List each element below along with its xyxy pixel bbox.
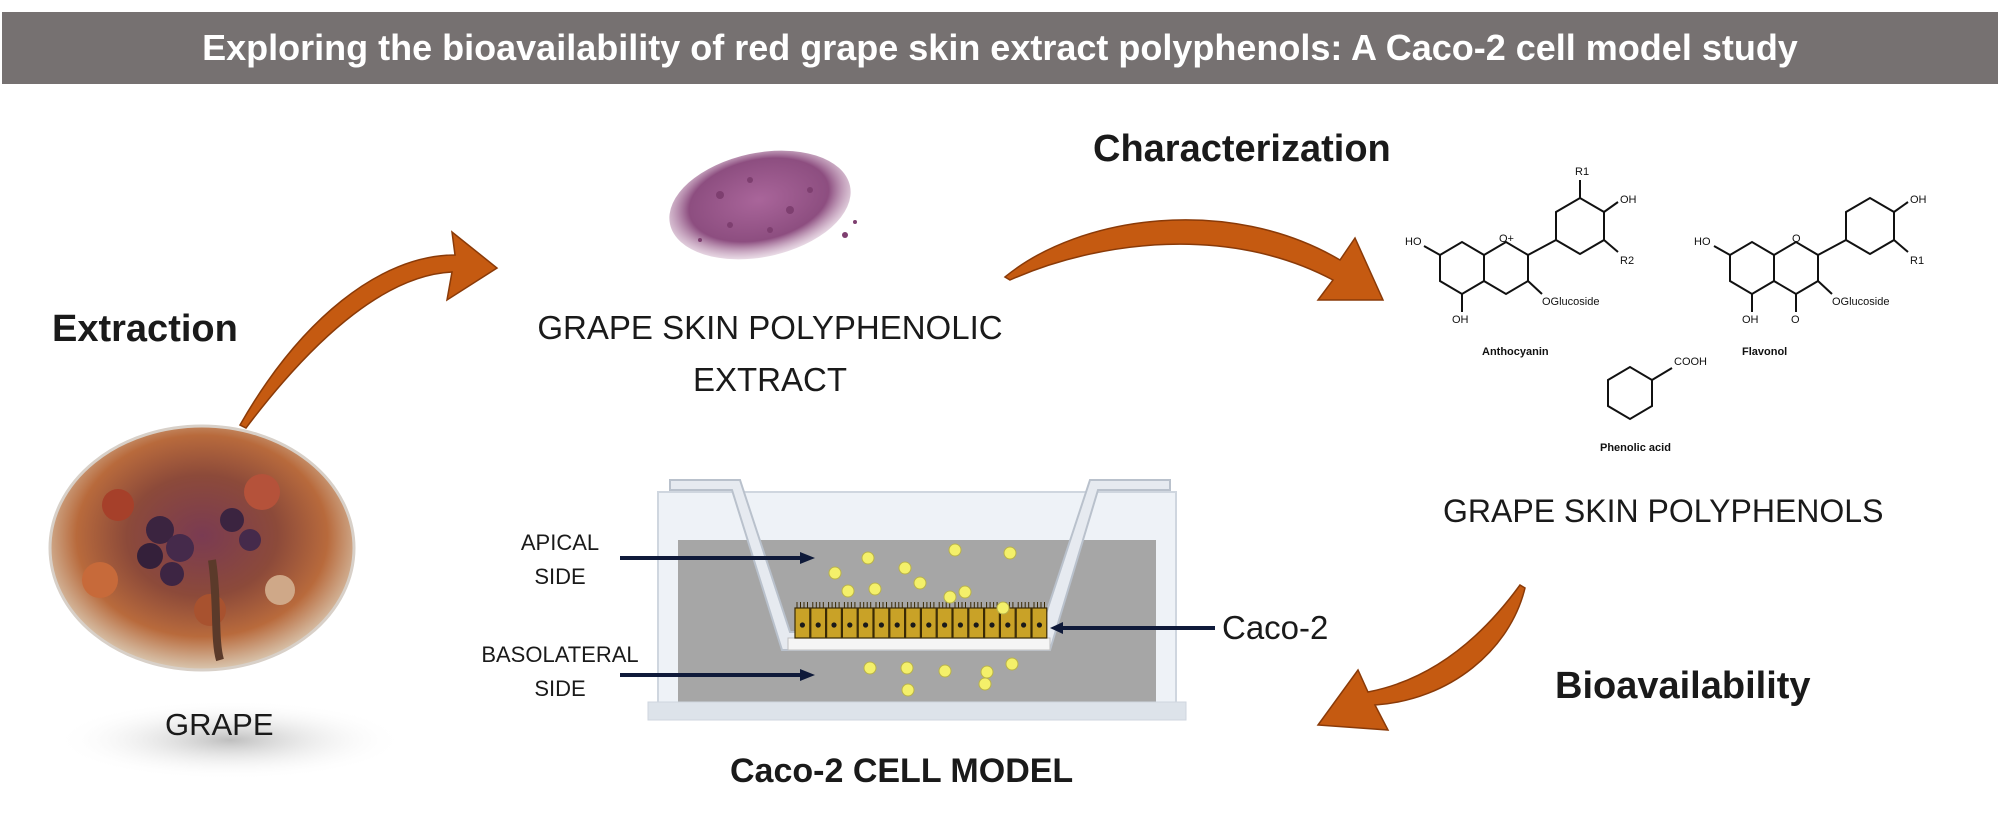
anthocyanin-r1: R1 bbox=[1575, 166, 1590, 178]
cell-nucleus bbox=[799, 622, 806, 628]
caco2-label: Caco-2 bbox=[1222, 609, 1329, 646]
polyphenol-particle bbox=[1003, 546, 1017, 560]
apical-line1: APICAL bbox=[520, 530, 600, 555]
cell-nucleus bbox=[942, 622, 948, 628]
flavonol-oh-top: OH bbox=[1910, 194, 1927, 206]
flavonol-oh-bottom: OH bbox=[1742, 314, 1759, 326]
characterization-label: Characterization bbox=[1093, 128, 1391, 170]
cell-nucleus bbox=[847, 622, 853, 628]
grape-label: GRAPE bbox=[165, 707, 274, 742]
polyphenol-particle bbox=[958, 585, 972, 599]
grape-shadow bbox=[55, 700, 405, 780]
polyphenol-particle bbox=[980, 665, 994, 679]
anthocyanin-name: Anthocyanin bbox=[1482, 346, 1549, 358]
powder-image bbox=[669, 150, 851, 260]
polyphenol-particle bbox=[938, 664, 952, 678]
polyphenol-particle bbox=[863, 661, 877, 675]
polyphenol-particle bbox=[898, 561, 912, 575]
extract-label-line2: EXTRACT bbox=[692, 361, 847, 398]
well-base bbox=[647, 701, 1187, 721]
flavonol-name: Flavonol bbox=[1742, 346, 1788, 358]
insert bbox=[669, 479, 1171, 651]
flavonol-o-ring: O bbox=[1792, 233, 1801, 245]
polyphenol-particle bbox=[996, 601, 1010, 615]
grape-image bbox=[48, 424, 356, 672]
polyphenol-particle bbox=[828, 566, 842, 580]
anthocyanin-r2: R2 bbox=[1620, 255, 1635, 267]
basolateral-side-label: BASOLATERAL SIDE bbox=[470, 638, 650, 706]
anthocyanin-ho: HO bbox=[1405, 236, 1422, 248]
cell-nucleus bbox=[926, 622, 932, 628]
apical-side-label: APICAL SIDE bbox=[505, 526, 615, 594]
cell-nucleus bbox=[957, 622, 964, 628]
phenolic-acid-name: Phenolic acid bbox=[1600, 442, 1671, 454]
anthocyanin-oplus: O+ bbox=[1499, 233, 1514, 245]
basolateral-pointer-arrow bbox=[620, 669, 815, 681]
transwell-diagram bbox=[647, 479, 1187, 721]
polyphenol-particle bbox=[868, 582, 882, 596]
polyphenols-label: GRAPE SKIN POLYPHENOLS bbox=[1443, 493, 1884, 529]
cell-nucleus bbox=[910, 622, 916, 628]
polyphenol-particle bbox=[948, 543, 962, 557]
anthocyanin-structure bbox=[1423, 180, 1619, 312]
bioavailability-label: Bioavailability bbox=[1555, 665, 1811, 707]
anthocyanin-oh-top: OH bbox=[1620, 194, 1637, 206]
polyphenol-particle bbox=[900, 661, 914, 675]
basolateral-line1: BASOLATERAL bbox=[481, 642, 639, 667]
cell-nucleus bbox=[894, 622, 900, 628]
polyphenol-particle bbox=[913, 576, 927, 590]
characterization-arrow bbox=[1003, 219, 1385, 301]
polyphenol-particle bbox=[978, 677, 992, 691]
flavonol-o-carbonyl: O bbox=[1791, 314, 1800, 326]
polyphenol-particles bbox=[828, 543, 1019, 697]
extraction-arrow bbox=[238, 230, 499, 429]
cell-model-label: Caco-2 CELL MODEL bbox=[730, 752, 1074, 790]
bioavailability-arrow bbox=[1316, 584, 1526, 731]
cell-nucleus bbox=[815, 622, 821, 628]
apical-line2: SIDE bbox=[534, 564, 586, 589]
cell-nucleus bbox=[1036, 622, 1042, 628]
flavonol-r1: R1 bbox=[1910, 255, 1925, 267]
anthocyanin-oglucoside: OGlucoside bbox=[1542, 296, 1600, 308]
cell-nucleus bbox=[1021, 622, 1027, 628]
title-text: Exploring the bioavailability of red gra… bbox=[202, 27, 1798, 68]
cell-nucleus bbox=[989, 622, 995, 628]
polyphenol-particle bbox=[901, 683, 915, 697]
cell-nucleus bbox=[1005, 622, 1011, 628]
extract-label-line1: GRAPE SKIN POLYPHENOLIC bbox=[537, 309, 1003, 346]
polyphenol-particle bbox=[861, 551, 875, 565]
extraction-label: Extraction bbox=[52, 308, 238, 350]
polyphenol-particle bbox=[943, 590, 957, 604]
powder-speckles bbox=[698, 177, 857, 242]
polyphenol-particle bbox=[841, 584, 855, 598]
anthocyanin-oh-bottom: OH bbox=[1452, 314, 1469, 326]
grape-cluster-icon bbox=[82, 474, 295, 662]
cell-nucleus bbox=[878, 622, 885, 628]
flavonol-ho: HO bbox=[1694, 236, 1711, 248]
basolateral-line2: SIDE bbox=[534, 676, 586, 701]
polyphenol-particle bbox=[1005, 657, 1019, 671]
caco2-pointer-arrow bbox=[1050, 622, 1215, 634]
extract-label: GRAPE SKIN POLYPHENOLIC EXTRACT bbox=[510, 302, 1030, 406]
flavonol-structure bbox=[1713, 196, 1909, 312]
flavonol-oglucoside: OGlucoside bbox=[1832, 296, 1890, 308]
cell-nucleus bbox=[831, 622, 837, 628]
title-bar: Exploring the bioavailability of red gra… bbox=[2, 12, 1998, 84]
phenolic-acid-cooh: COOH bbox=[1674, 356, 1707, 368]
membrane bbox=[787, 637, 1051, 651]
cell-nucleus bbox=[973, 622, 979, 628]
phenolic-acid-structure bbox=[1607, 365, 1673, 421]
apical-pointer-arrow bbox=[620, 552, 815, 564]
cell-nucleus bbox=[863, 622, 869, 628]
caco2-monolayer bbox=[794, 602, 1048, 639]
